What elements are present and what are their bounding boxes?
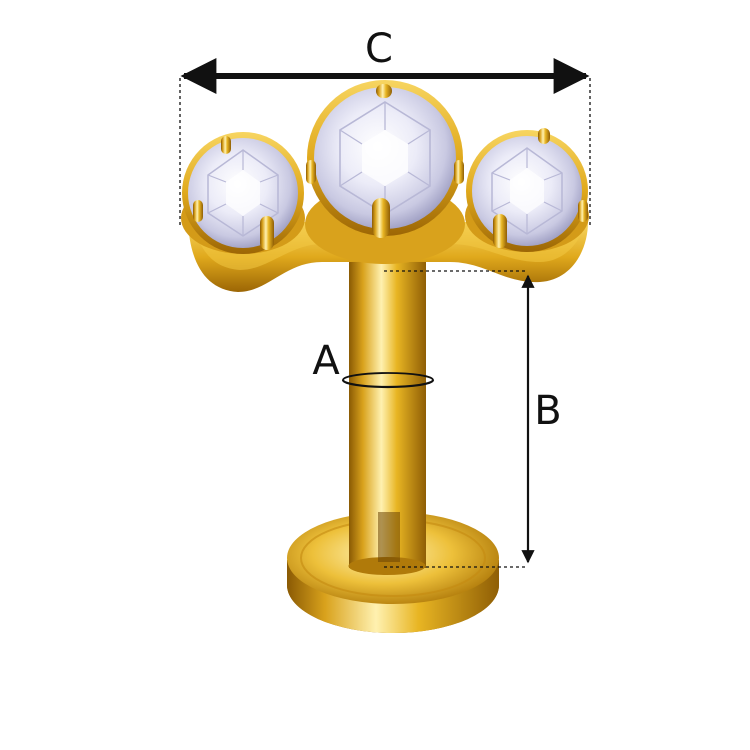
diameter-ring-front xyxy=(341,379,435,389)
dimension-b: B xyxy=(384,270,562,568)
dimension-a: A xyxy=(312,338,435,389)
dimension-a-label: A xyxy=(312,338,340,384)
post-shaft xyxy=(348,240,426,575)
dimension-c-label: C xyxy=(365,26,393,72)
labret-piercing xyxy=(181,80,589,633)
dimension-b-label: B xyxy=(534,388,561,434)
dimension-c: C xyxy=(179,26,591,228)
left-crystal xyxy=(182,132,304,254)
right-crystal xyxy=(466,128,588,252)
center-crystal xyxy=(306,80,464,238)
diameter-ring-back xyxy=(342,372,434,381)
back-disc xyxy=(287,512,499,633)
